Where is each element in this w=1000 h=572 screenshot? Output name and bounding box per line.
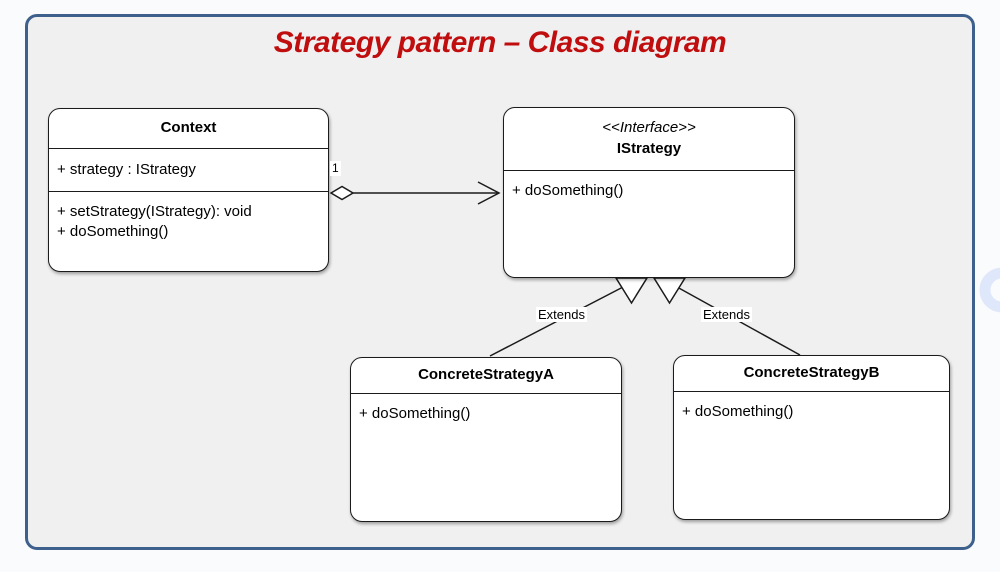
class-box-context: Context + strategy : IStrategy + setStra… <box>48 108 329 272</box>
method-item: + doSomething() <box>57 223 169 240</box>
methods-section-istrategy: + doSomething() <box>504 170 794 201</box>
method-item: + doSomething() <box>512 182 624 199</box>
class-box-concrete-strategy-a: ConcreteStrategyA + doSomething() <box>350 357 622 522</box>
methods-section-context: + setStrategy(IStrategy): void + doSomet… <box>49 191 328 242</box>
class-box-concrete-strategy-b: ConcreteStrategyB + doSomething() <box>673 355 950 520</box>
stereotype-label: <<Interface>> <box>602 119 696 136</box>
multiplicity-label: 1 <box>330 161 341 176</box>
class-name-istrategy: IStrategy <box>616 140 682 157</box>
watermark-ring-icon <box>979 267 1000 313</box>
extends-a-triangle-icon <box>614 277 649 305</box>
class-box-istrategy: <<Interface>> IStrategy + doSomething() <box>503 107 795 278</box>
class-name-concrete-strategy-b: ConcreteStrategyB <box>743 364 880 381</box>
aggregation-diamond-icon <box>329 185 355 201</box>
extends-label-a: Extends <box>536 307 587 322</box>
extends-label-b: Extends <box>701 307 752 322</box>
extends-b-triangle-icon <box>652 277 687 305</box>
methods-section-concrete-strategy-b: + doSomething() <box>674 391 949 422</box>
open-arrowhead-icon <box>477 181 501 205</box>
methods-section-concrete-strategy-a: + doSomething() <box>351 393 621 424</box>
class-name-context: Context <box>160 119 217 136</box>
method-item: + setStrategy(IStrategy): void <box>57 203 252 220</box>
method-item: + doSomething() <box>682 403 794 420</box>
class-name-concrete-strategy-a: ConcreteStrategyA <box>418 366 554 383</box>
attributes-section-context: + strategy : IStrategy <box>49 148 328 191</box>
attribute-item: + strategy : IStrategy <box>57 161 196 178</box>
diagram-title: Strategy pattern – Class diagram <box>273 26 727 59</box>
method-item: + doSomething() <box>359 405 471 422</box>
class-header-istrategy: <<Interface>> IStrategy <box>504 108 794 170</box>
